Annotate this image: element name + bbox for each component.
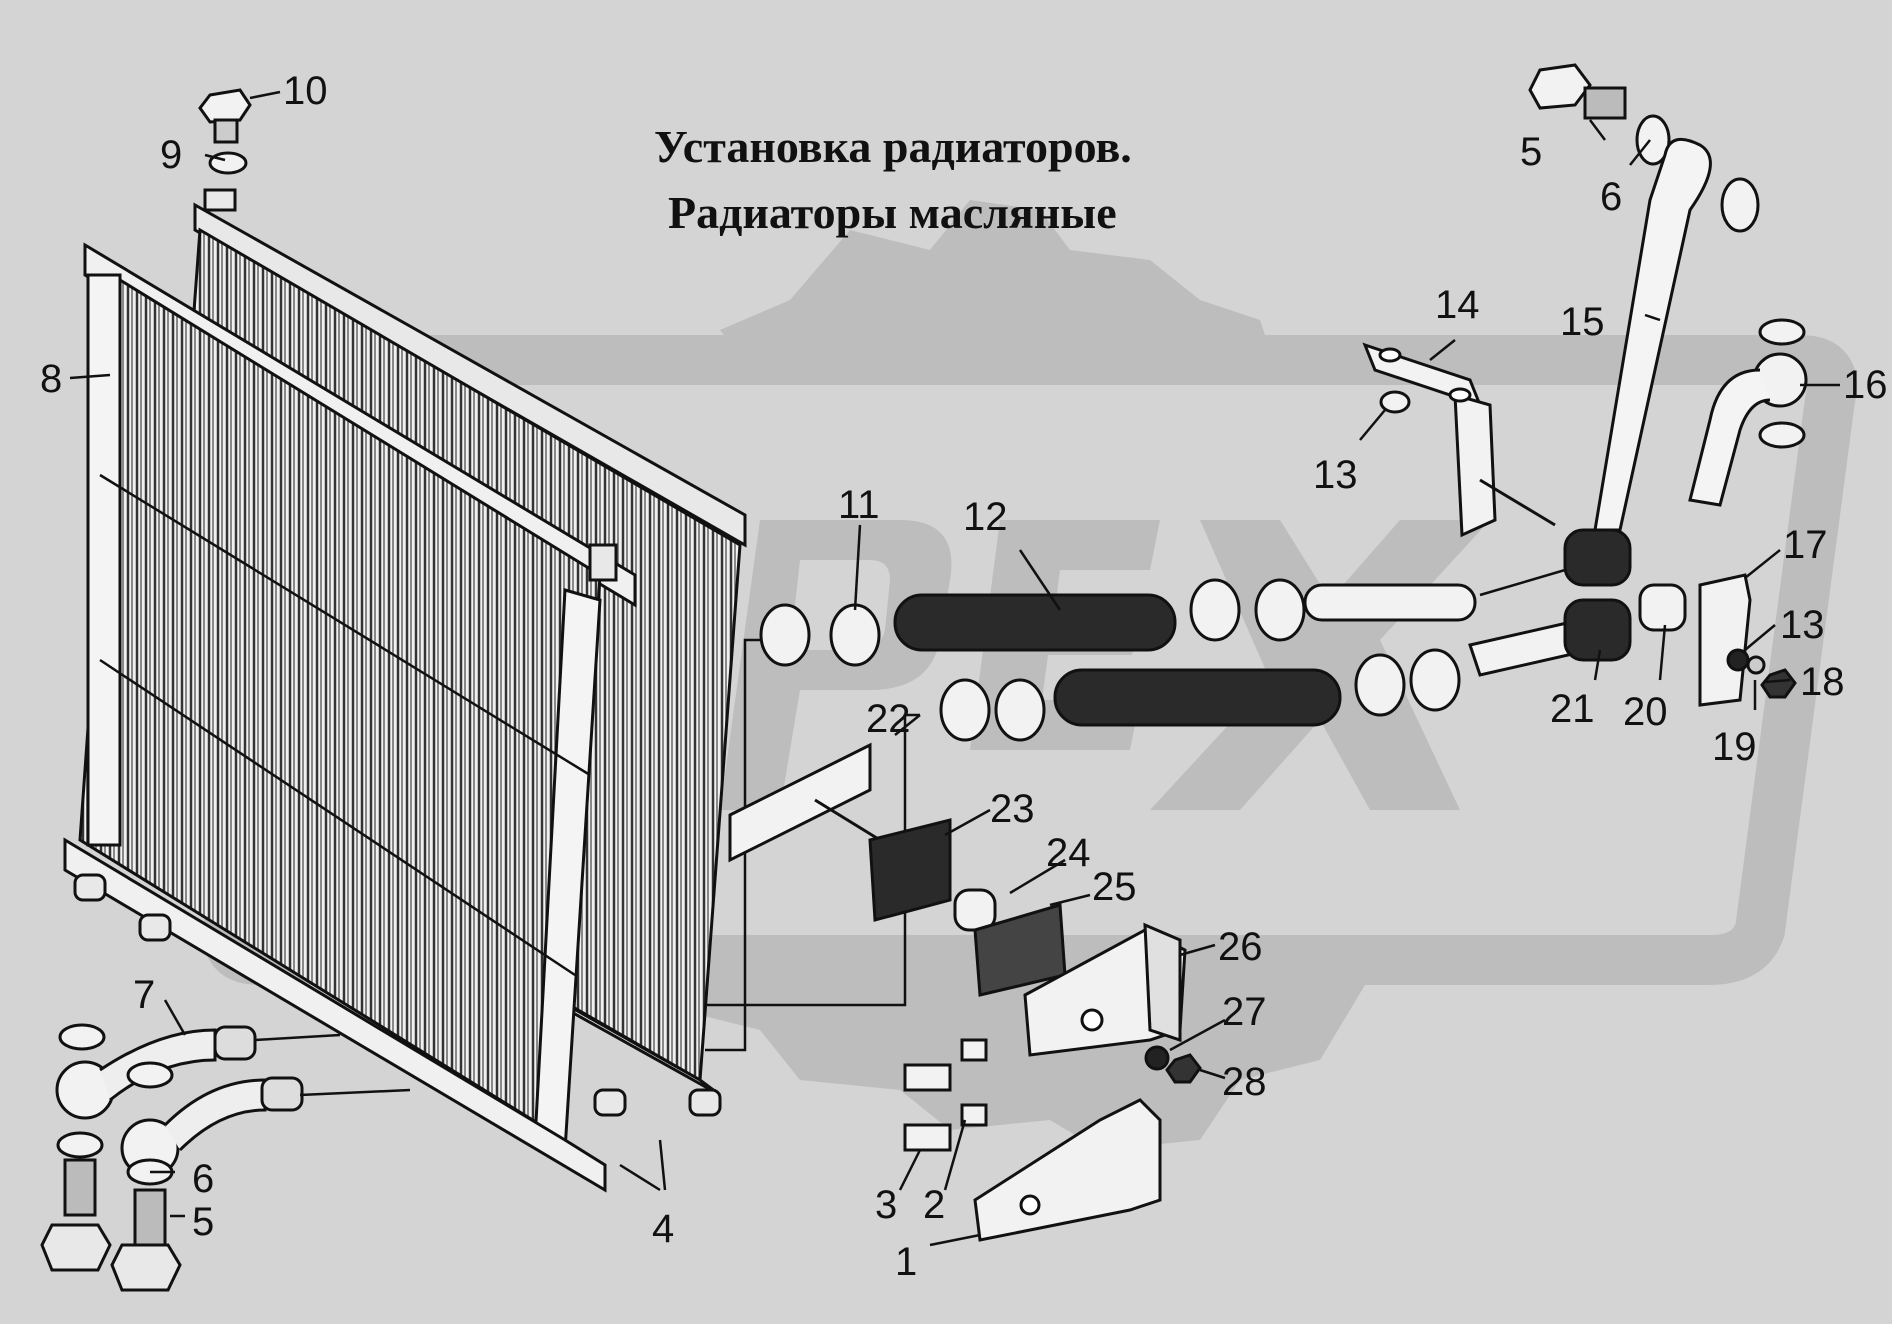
callout-9: 9	[160, 133, 182, 177]
callout-2: 2	[923, 1183, 945, 1227]
callout-13-right: 13	[1780, 603, 1825, 647]
callout-17: 17	[1783, 523, 1828, 567]
small-parts-right	[1638, 573, 1797, 707]
title-line-2: Радиаторы масляные	[668, 187, 1117, 238]
callout-6-lower-left: 6	[192, 1157, 214, 1201]
callout-5-lower-left: 5	[192, 1200, 214, 1244]
fittings-lower-left	[40, 1023, 411, 1292]
bracket-14	[1362, 342, 1556, 538]
callout-3: 3	[875, 1183, 897, 1227]
callout-26: 26	[1218, 925, 1263, 969]
callout-19: 19	[1712, 725, 1757, 769]
callout-13-upper: 13	[1313, 453, 1358, 497]
callout-28: 28	[1222, 1060, 1267, 1104]
hoses-middle	[705, 528, 1632, 1052]
callout-6-upper-right: 6	[1600, 175, 1622, 219]
callout-16: 16	[1843, 363, 1888, 407]
callout-23: 23	[990, 787, 1035, 831]
callout-15: 15	[1560, 300, 1605, 344]
callout-10: 10	[283, 69, 328, 113]
callout-7: 7	[133, 973, 155, 1017]
callout-11: 11	[838, 483, 880, 527]
callout-1: 1	[895, 1240, 917, 1284]
callout-20: 20	[1623, 690, 1668, 734]
callout-numbers: 10 9 8 7 6 5 4 5 6 15 16 14 13 11 12 17 …	[40, 69, 1888, 1284]
bolt-10	[198, 88, 252, 144]
mount-brackets-lower	[728, 742, 1202, 1242]
tubes-upper-right	[1528, 63, 1808, 532]
callout-5-upper-right: 5	[1520, 130, 1542, 174]
callout-27: 27	[1222, 990, 1267, 1034]
callout-22: 22	[866, 697, 911, 741]
callout-24: 24	[1046, 831, 1091, 875]
callout-21: 21	[1550, 687, 1595, 731]
washer-9	[208, 151, 248, 175]
radiator-front	[63, 242, 637, 1193]
callout-12: 12	[963, 495, 1008, 539]
callout-25: 25	[1092, 865, 1137, 909]
callout-14: 14	[1435, 283, 1480, 327]
title-line-1: Установка радиаторов.	[654, 121, 1132, 172]
callout-8: 8	[40, 357, 62, 401]
callout-18: 18	[1800, 660, 1845, 704]
leader-lines	[69, 90, 1840, 1247]
callout-4: 4	[652, 1207, 674, 1251]
